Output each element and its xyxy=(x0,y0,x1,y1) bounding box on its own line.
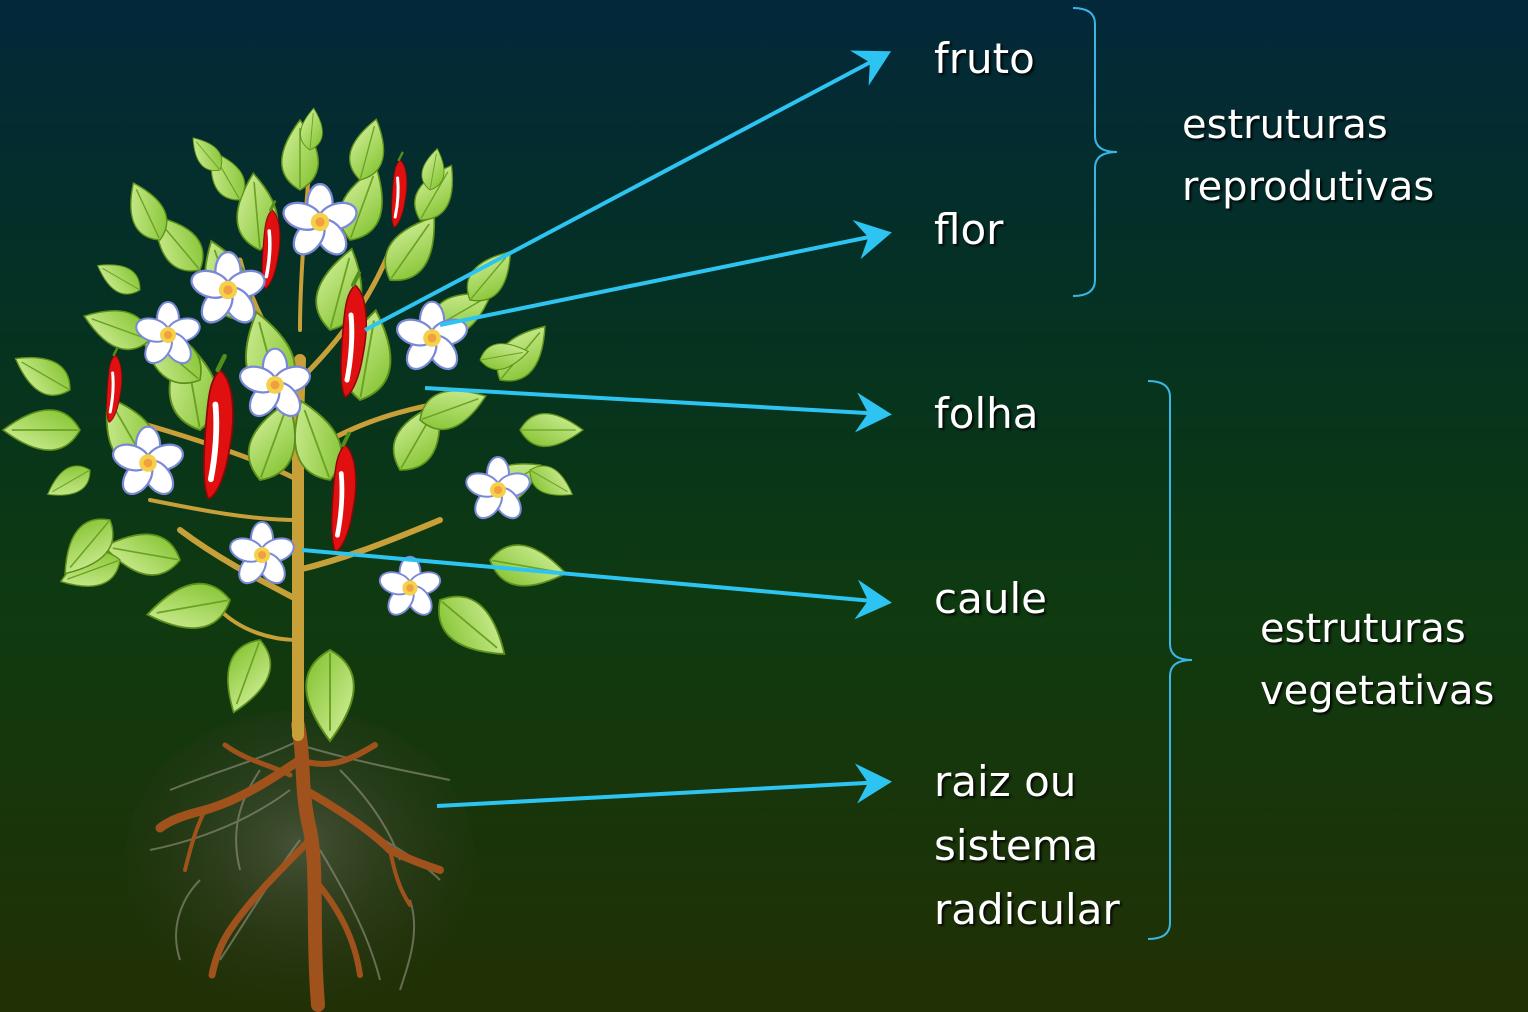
group-vegetativas-line2: vegetativas xyxy=(1260,660,1494,722)
label-raiz: raiz ou sistema radicular xyxy=(934,750,1120,942)
brace-vegetativas xyxy=(1148,381,1192,939)
group-vegetativas-line1: estruturas xyxy=(1260,598,1494,660)
group-reprodutivas-line1: estruturas xyxy=(1182,94,1434,156)
pointer-arrows xyxy=(302,55,884,806)
label-folha: folha xyxy=(934,382,1039,446)
label-flor: flor xyxy=(934,198,1003,262)
label-raiz-line1: raiz ou xyxy=(934,750,1120,814)
brace-reprodutivas xyxy=(1073,8,1117,296)
group-vegetativas: estruturas vegetativas xyxy=(1260,598,1494,722)
label-fruto: fruto xyxy=(934,27,1035,91)
label-caule: caule xyxy=(934,567,1047,631)
arrow-folha xyxy=(425,388,884,414)
label-raiz-line2: sistema xyxy=(934,814,1120,878)
label-raiz-line3: radicular xyxy=(934,878,1120,942)
root-system xyxy=(125,710,475,1010)
arrow-flor xyxy=(440,234,884,325)
arrow-raiz xyxy=(437,782,884,806)
group-reprodutivas-line2: reprodutivas xyxy=(1182,156,1434,218)
group-reprodutivas: estruturas reprodutivas xyxy=(1182,94,1434,218)
